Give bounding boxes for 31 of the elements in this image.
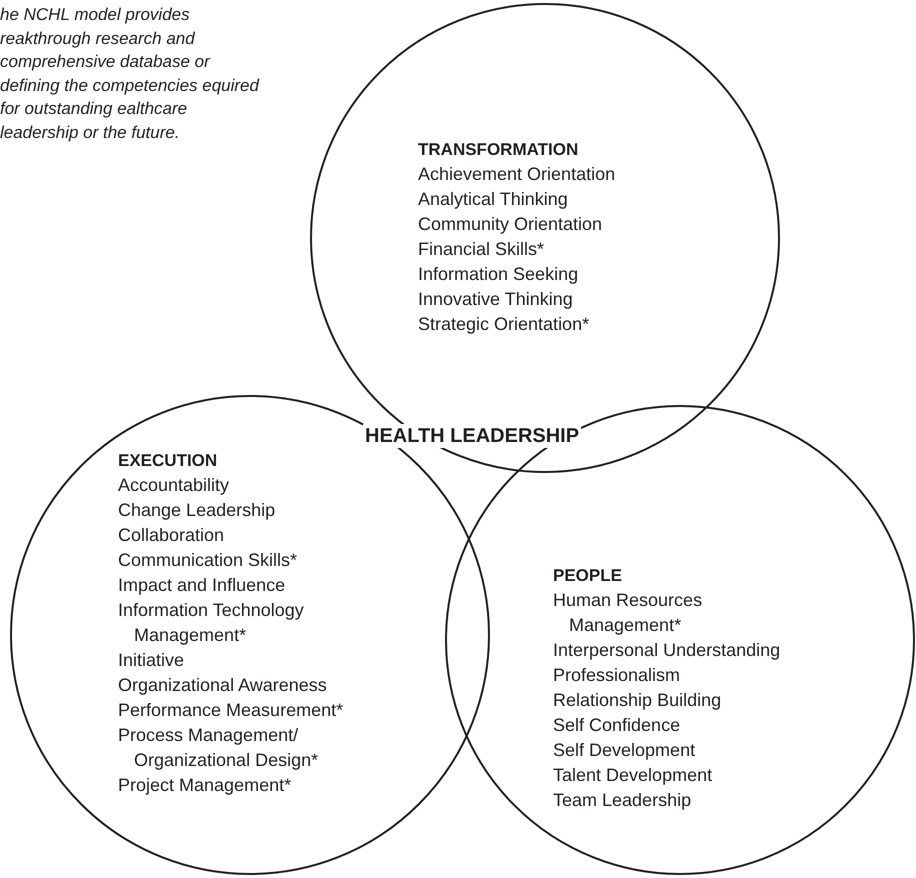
section-heading: TRANSFORMATION <box>418 139 578 161</box>
competency-item: Achievement Orientation <box>418 163 616 186</box>
competency-item: Initiative <box>118 649 184 672</box>
competency-item: Relationship Building <box>553 689 722 712</box>
competency-item: Self Confidence <box>553 714 680 737</box>
competency-item: Change Leadership <box>118 499 276 522</box>
competency-item: Information Technology Management* <box>118 599 305 647</box>
section-heading: EXECUTION <box>118 450 218 472</box>
competency-item: Communication Skills* <box>118 549 298 572</box>
competency-item: Self Development <box>553 739 696 762</box>
competency-item: Accountability <box>118 474 230 497</box>
intro-note: he NCHL model provides reakthrough research and comprehensive database or defining the competencies equired for outstanding ealthcare leadership or the future. <box>0 4 260 144</box>
competency-item: Community Orientation <box>418 213 602 236</box>
competency-item: Impact and Influence <box>118 574 286 597</box>
competency-item: Team Leadership <box>553 789 692 812</box>
competency-item: Analytical Thinking <box>418 188 568 211</box>
competency-item: Information Seeking <box>418 263 578 286</box>
competency-item: Organizational Awareness <box>118 674 327 697</box>
competency-item: Financial Skills* <box>418 238 544 261</box>
competency-item: Interpersonal Understanding <box>553 639 780 662</box>
competency-item: Human Resources Management* <box>553 589 704 637</box>
competency-item: Project Management* <box>118 774 292 797</box>
competency-item: Innovative Thinking <box>418 288 573 311</box>
competency-item: Strategic Orientation* <box>418 313 590 336</box>
competency-item: Process Management/ Organizational Design* <box>118 724 320 772</box>
competency-item: Collaboration <box>118 524 224 547</box>
section-heading: PEOPLE <box>553 565 622 587</box>
competency-item: Professionalism <box>553 664 680 687</box>
center-label: HEALTH LEADERSHIP <box>363 424 582 448</box>
competency-item: Talent Development <box>553 764 712 787</box>
competency-item: Performance Measurement* <box>118 699 344 722</box>
